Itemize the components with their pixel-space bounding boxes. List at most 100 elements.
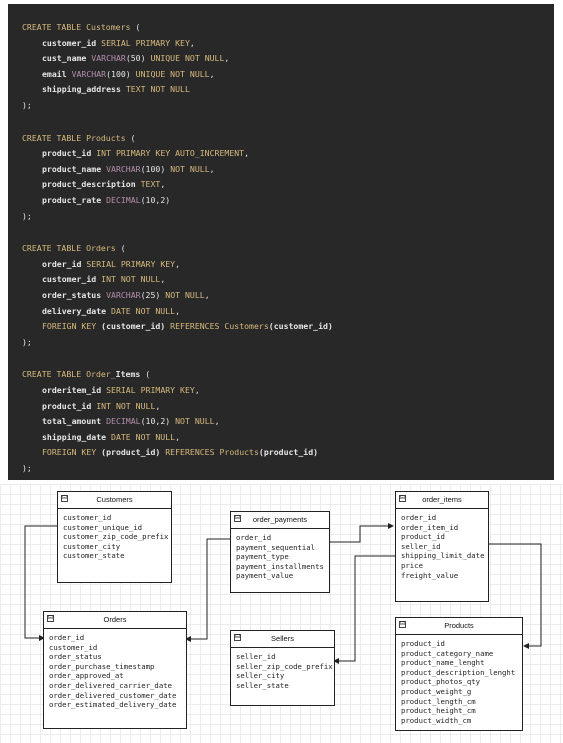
entity-field: payment_value — [236, 571, 294, 581]
code-token: , — [204, 290, 210, 300]
code-token: VARCHAR — [71, 68, 107, 79]
entity-field: order_approved_at — [49, 671, 124, 681]
code-line: order_id SERIAL PRIMARY KEY, — [42, 257, 180, 271]
entity-field: product_weight_g — [401, 686, 472, 696]
code-token: (product_id) — [258, 447, 319, 458]
code-token: , — [155, 400, 161, 411]
code-token: Customers — [224, 321, 269, 332]
code-token: TEXT NOT NULL — [125, 84, 190, 95]
code-token: (customer_id) — [268, 321, 333, 332]
code-token: ); — [22, 336, 32, 347]
collapse-icon[interactable]: ⊟ — [47, 614, 54, 622]
code-line: FOREIGN KEY (customer_id) REFERENCES Cus… — [42, 319, 333, 333]
entity-field: shipping_limit_date — [401, 551, 485, 561]
entity-field: product_id — [401, 639, 445, 648]
entity-field: price — [401, 560, 423, 570]
entity-title: order_items — [422, 495, 462, 504]
code-token: (customer_id) — [101, 321, 171, 332]
code-line: ); — [22, 461, 32, 475]
entity-field: product_width_cm — [401, 715, 472, 725]
code-token: CREATE TABLE — [22, 243, 87, 254]
code-line: product_id INT NOT NULL, — [42, 399, 160, 413]
entity-header: ⊟Customers — [58, 492, 171, 509]
code-line: shipping_date DATE NOT NULL, — [42, 430, 180, 444]
code-token: DATE NOT NULL — [111, 305, 176, 316]
code-token: , — [175, 305, 181, 316]
connector-order-items-sellers — [333, 555, 396, 664]
code-token: , — [209, 68, 215, 79]
code-token: (product_id) — [101, 447, 166, 458]
entity-field: order_purchase_timestamp — [49, 661, 155, 671]
entity-field: product_name_lenght — [401, 658, 485, 668]
collapse-icon[interactable]: ⊟ — [399, 620, 406, 628]
code-token: ( — [115, 243, 126, 254]
collapse-icon[interactable]: ⊟ — [234, 514, 241, 522]
entity-title: order_payments — [252, 515, 308, 524]
entity-field: customer_id — [63, 513, 112, 522]
code-token: Order_ — [86, 369, 116, 380]
code-line: cust_name VARCHAR(50) UNIQUE NOT NULL, — [42, 51, 229, 65]
entity-field: payment_type — [236, 552, 289, 562]
code-token: ( — [130, 22, 141, 32]
code-token: email — [42, 68, 72, 79]
code-line: ); — [22, 209, 32, 223]
code-line: total_amount DECIMAL(10,2) NOT NULL, — [42, 414, 220, 428]
entity-field: product_height_cm — [401, 706, 476, 716]
code-line: product_name VARCHAR(100) NOT NULL, — [42, 162, 215, 176]
connector-order-payments-orders — [185, 538, 232, 642]
code-token: product_id — [42, 148, 97, 159]
entity-field: customer_city — [63, 541, 121, 551]
entity-field: product_photos_qty — [401, 677, 481, 687]
connector-order-payments-order-items — [328, 523, 394, 543]
code-token: delivery_date — [42, 305, 112, 316]
code-line: order_status VARCHAR(25) NOT NULL, — [42, 288, 210, 302]
code-token: (10,2) — [140, 416, 176, 427]
code-line: product_id INT PRIMARY KEY AUTO_INCREMEN… — [42, 146, 249, 160]
code-token: , — [175, 258, 181, 269]
code-token: DECIMAL — [106, 195, 141, 205]
entity-field: seller_zip_code_prefix — [236, 661, 333, 671]
collapse-icon[interactable]: ⊟ — [399, 494, 406, 502]
code-line: orderitem_id SERIAL PRIMARY KEY, — [42, 383, 200, 397]
code-line: email VARCHAR(100) UNIQUE NOT NULL, — [42, 67, 215, 81]
code-token: NOT NULL — [165, 290, 205, 300]
entity-field: seller_state — [236, 680, 289, 690]
code-token: Customers — [86, 22, 131, 32]
entity-field: order_id — [236, 533, 272, 542]
collapse-icon[interactable]: ⊟ — [234, 633, 241, 641]
connector-order-items-products — [488, 543, 542, 649]
entity-field: customer_unique_id — [63, 522, 143, 532]
code-token: REFERENCES — [170, 321, 225, 332]
collapse-icon[interactable]: ⊟ — [61, 494, 68, 502]
code-token: customer_id — [42, 37, 102, 48]
entity-title: Products — [444, 621, 474, 630]
code-token: ); — [22, 100, 32, 110]
code-token: REFERENCES — [165, 447, 220, 458]
code-token: product_rate — [42, 195, 107, 205]
code-line: delivery_date DATE NOT NULL, — [42, 304, 180, 318]
entity-title: Orders — [103, 615, 127, 624]
code-line: customer_id SERIAL PRIMARY KEY, — [42, 36, 195, 50]
code-token: order_id — [42, 258, 87, 269]
code-token: SERIAL PRIMARY KEY — [106, 385, 195, 395]
entity-header: ⊟ Products — [396, 618, 522, 635]
code-token: orderitem_id — [42, 385, 107, 395]
code-line: CREATE TABLE Orders ( — [22, 241, 126, 255]
code-token: CREATE TABLE — [22, 132, 87, 143]
code-token: CREATE TABLE — [22, 22, 87, 32]
entity-field: order_id — [49, 633, 85, 642]
code-line: CREATE TABLE Products ( — [22, 131, 135, 145]
code-token: total_amount — [42, 416, 107, 427]
code-token: (100) — [106, 68, 136, 79]
code-token: DECIMAL — [106, 416, 141, 427]
entity-field: seller_id — [401, 541, 441, 551]
